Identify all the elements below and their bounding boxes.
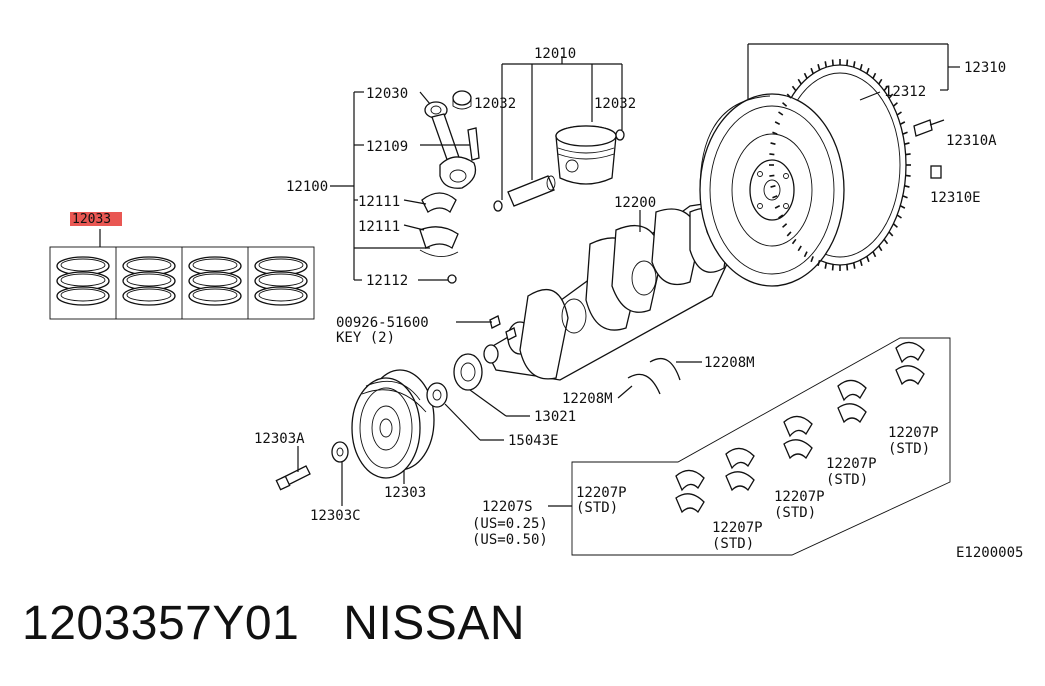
main-bearing-3[interactable] [783,415,813,460]
label-12112[interactable]: 12112 [366,273,408,289]
brand-name: NISSAN [343,597,525,650]
label-12303[interactable]: 12303 [384,485,426,501]
main-bearing-5[interactable] [895,341,925,386]
label-std-2: (STD) [712,536,754,552]
piston-ring-2[interactable] [122,256,176,306]
label-12030[interactable]: 12030 [366,86,408,102]
piston[interactable] [555,125,617,185]
label-12207S[interactable]: 12207S [482,499,533,515]
label-std-1: (STD) [576,500,618,516]
diagram-labels: 12010 12030 12032 12032 12109 12100 1211… [72,46,1023,561]
label-13021[interactable]: 13021 [534,409,576,425]
label-12100[interactable]: 12100 [286,179,328,195]
label-12208M-lower[interactable]: 12208M [562,391,613,407]
label-12310[interactable]: 12310 [964,60,1006,76]
label-12033[interactable]: 12033 [72,212,111,227]
crank-collar[interactable] [426,382,448,408]
label-key: KEY (2) [336,330,395,346]
label-12207P-1[interactable]: 12207P [576,485,627,501]
label-12200[interactable]: 12200 [614,195,656,211]
pilot-bushing[interactable] [930,165,942,179]
label-std-4: (STD) [826,472,868,488]
label-12032-left[interactable]: 12032 [474,96,516,112]
label-12310E[interactable]: 12310E [930,190,981,206]
flywheel-bolt[interactable] [913,119,945,137]
flywheel[interactable] [699,59,911,287]
main-bearing-1[interactable] [675,469,705,514]
thrust-washer-upper[interactable] [649,357,681,381]
piston-ring-set[interactable] [49,229,315,320]
pulley-washer[interactable] [331,441,349,463]
part-caption: 1203357Y01 NISSAN [22,596,525,651]
label-12207P-2[interactable]: 12207P [712,520,763,536]
label-12111-lower[interactable]: 12111 [358,219,400,235]
label-15043E[interactable]: 15043E [508,433,559,449]
conrod-bearing-upper[interactable] [421,192,457,214]
label-std-3: (STD) [774,505,816,521]
exploded-parts-diagram [49,43,960,556]
label-us-050: (US=0.50) [472,532,548,548]
snap-ring-left[interactable] [493,200,503,212]
label-12207P-5[interactable]: 12207P [888,425,939,441]
label-00926-51600[interactable]: 00926-51600 [336,315,429,331]
label-12010[interactable]: 12010 [534,46,576,62]
label-12303C[interactable]: 12303C [310,508,361,524]
label-12303A[interactable]: 12303A [254,431,305,447]
label-12111-upper[interactable]: 12111 [358,194,400,210]
label-std-5: (STD) [888,441,930,457]
crankshaft[interactable] [483,199,741,381]
pulley-bolt[interactable] [275,465,311,491]
label-12109[interactable]: 12109 [366,139,408,155]
main-bearing-4[interactable] [837,379,867,424]
main-bearing-2[interactable] [725,447,755,492]
label-12310A[interactable]: 12310A [946,133,997,149]
crank-key[interactable] [489,315,517,341]
label-12032-right[interactable]: 12032 [594,96,636,112]
piston-pin[interactable] [507,175,556,207]
piston-ring-4[interactable] [254,256,308,306]
label-us-025: (US=0.25) [472,516,548,532]
connecting-rod[interactable] [424,90,480,189]
part-number: 1203357Y01 [22,597,300,650]
conrod-bearing-lower[interactable] [419,226,459,257]
conrod-nut[interactable] [447,274,457,284]
label-12207P-3[interactable]: 12207P [774,489,825,505]
label-12312[interactable]: 12312 [884,84,926,100]
highlight-12033 [70,212,122,226]
label-12207P-4[interactable]: 12207P [826,456,877,472]
piston-ring-3[interactable] [188,256,242,306]
crank-pulley[interactable] [351,369,435,479]
diagram-code: E1200005 [956,545,1023,561]
snap-ring-right[interactable] [615,129,625,141]
label-12208M-upper[interactable]: 12208M [704,355,755,371]
thrust-washer-lower[interactable] [627,373,661,395]
piston-ring-1[interactable] [56,256,110,306]
crank-sprocket[interactable] [453,353,483,391]
